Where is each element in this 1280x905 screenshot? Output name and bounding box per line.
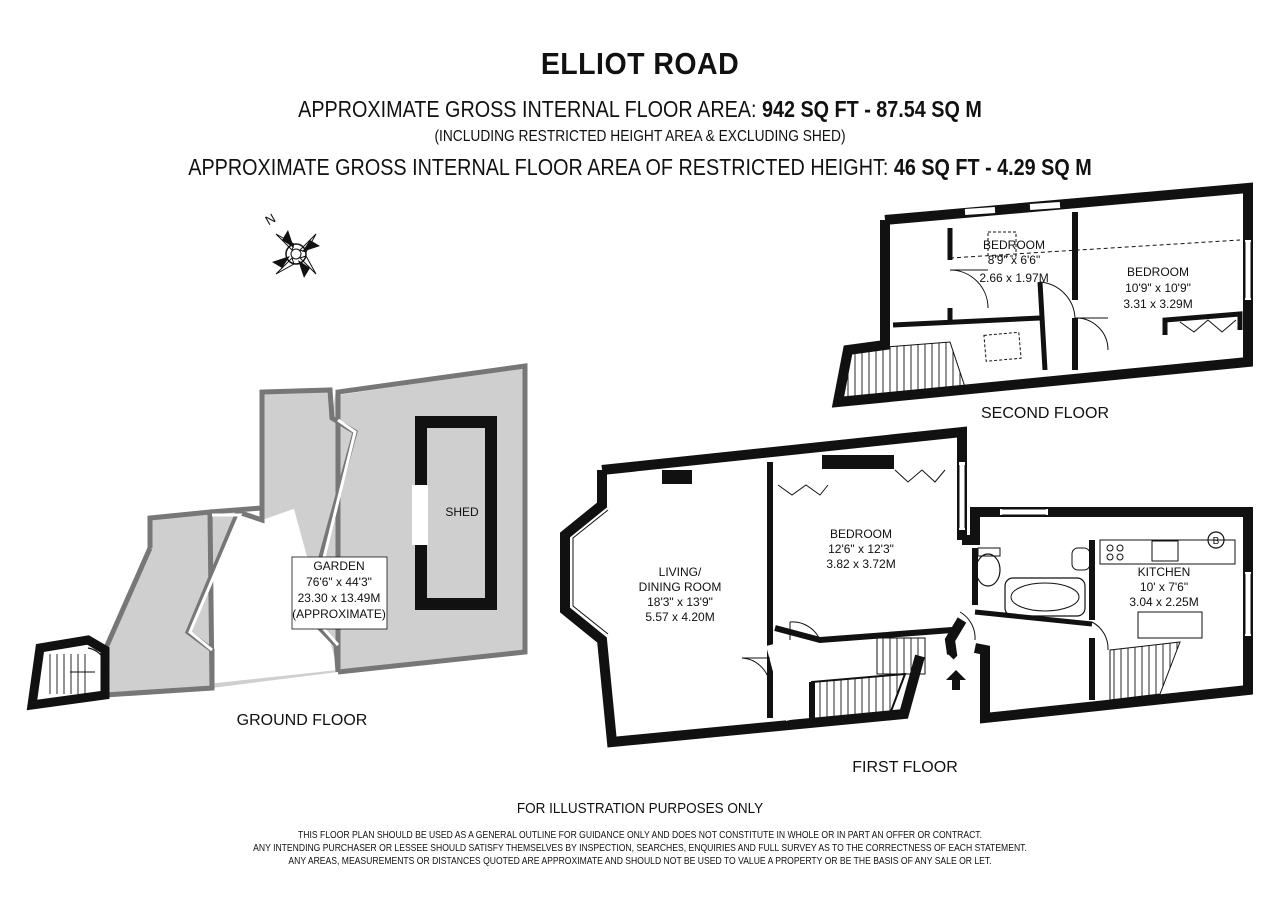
toilet-icon (975, 553, 1001, 587)
second-floor-small-bedroom-metric: 2.66 x 1.97M (979, 271, 1048, 285)
illustration-note: FOR ILLUSTRATION PURPOSES ONLY (516, 800, 764, 817)
ground-floor-label: GROUND FLOOR (237, 712, 368, 729)
restricted-area-line: APPROXIMATE GROSS INTERNAL FLOOR AREA OF… (90, 154, 1191, 181)
disclaimer-line-1: THIS FLOOR PLAN SHOULD BE USED AS A GENE… (298, 830, 982, 841)
second-floor-label: SECOND FLOOR (981, 405, 1109, 422)
boiler-label: B (1213, 536, 1220, 547)
first-floor-plan (560, 426, 1253, 748)
living-room-name-1: LIVING/ (659, 565, 702, 579)
hob-icon (1106, 544, 1114, 552)
shed-name: SHED (445, 505, 479, 519)
second-floor-small-bedroom-name: BEDROOM (983, 238, 1045, 252)
garden-name: GARDEN (313, 559, 364, 573)
kitchen-imperial: 10' x 7'6" (1140, 580, 1188, 594)
disclaimer-line-2: ANY INTENDING PURCHASER OR LESSEE SHOULD… (253, 843, 1027, 854)
gross-area-note: (INCLUDING RESTRICTED HEIGHT AREA & EXCL… (434, 128, 846, 145)
garden-note: (APPROXIMATE) (292, 607, 386, 621)
plan-title: ELLIOT ROAD (540, 46, 740, 81)
second-floor-large-bedroom-name: BEDROOM (1127, 265, 1189, 279)
gross-area-label: APPROXIMATE GROSS INTERNAL FLOOR AREA: (298, 96, 757, 122)
ground-floor-plan (26, 363, 528, 711)
restricted-area-label: APPROXIMATE GROSS INTERNAL FLOOR AREA OF… (188, 154, 889, 180)
kitchen-metric: 3.04 x 2.25M (1129, 595, 1198, 609)
entrance-arrow-icon (946, 670, 966, 690)
sink-icon (1151, 540, 1179, 562)
living-room-name-2: DINING ROOM (639, 580, 722, 594)
second-floor-large-bedroom-metric: 3.31 x 3.29M (1123, 297, 1192, 311)
compass-north-label: N (263, 210, 279, 228)
second-floor-small-bedroom-imperial: 8'9" x 6'6" (988, 253, 1040, 267)
gross-area-value: 942 SQ FT - 87.54 SQ M (761, 96, 982, 122)
garden-metric: 23.30 x 13.49M (298, 591, 381, 605)
boiler-icon (1207, 531, 1225, 549)
restricted-area-value: 46 SQ FT - 4.29 SQ M (893, 154, 1092, 180)
bath-icon (1004, 577, 1086, 617)
garden-imperial: 76'6" x 44'3" (306, 575, 372, 589)
kitchen-name: KITCHEN (1138, 565, 1191, 579)
basin-icon (1071, 547, 1091, 571)
first-floor-bedroom-name: BEDROOM (830, 527, 892, 541)
first-floor-bedroom-metric: 3.82 x 3.72M (826, 557, 895, 571)
second-floor-large-bedroom-imperial: 10'9" x 10'9" (1125, 281, 1191, 295)
second-floor-plan (831, 182, 1253, 408)
disclaimer-line-3: ANY AREAS, MEASUREMENTS OR DISTANCES QUO… (288, 856, 992, 867)
first-floor-label: FIRST FLOOR (852, 759, 958, 776)
gross-area-line: APPROXIMATE GROSS INTERNAL FLOOR AREA: 9… (90, 96, 1191, 123)
north-compass-icon (272, 230, 320, 278)
first-floor-bedroom-imperial: 12'6" x 12'3" (828, 542, 894, 556)
living-room-imperial: 18'3" x 13'9" (647, 595, 713, 609)
living-room-metric: 5.57 x 4.20M (645, 610, 714, 624)
kitchen-counter (1099, 539, 1236, 565)
